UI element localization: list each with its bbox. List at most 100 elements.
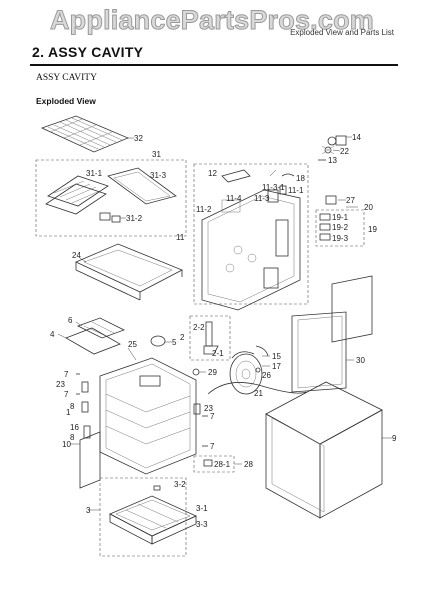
callout-8-b: 8 bbox=[70, 433, 75, 442]
callout-28: 28 bbox=[244, 460, 253, 469]
callout-11-4: 11-4 bbox=[226, 194, 242, 203]
callout-24: 24 bbox=[72, 251, 81, 260]
callout-26: 26 bbox=[262, 371, 271, 380]
callout-19-1: 19-1 bbox=[332, 213, 349, 222]
callout-7-a: 7 bbox=[64, 370, 69, 379]
back-panel-box-11 bbox=[193, 163, 309, 305]
callout-20: 20 bbox=[364, 203, 373, 212]
bottom-box-3 bbox=[99, 477, 187, 557]
bracket-box-2 bbox=[189, 315, 231, 361]
rack-frame-24 bbox=[75, 243, 183, 301]
callout-19-3: 19-3 bbox=[332, 234, 349, 243]
broil-pan-6 bbox=[76, 317, 126, 339]
fan-blade-22 bbox=[321, 145, 335, 155]
callout-1: 1 bbox=[66, 408, 71, 417]
header-note: Exploded View and Parts List bbox=[290, 28, 394, 37]
callout-30: 30 bbox=[356, 356, 365, 365]
clip-8-top bbox=[81, 401, 89, 413]
callout-3-2: 3-2 bbox=[174, 480, 186, 489]
hinge-16 bbox=[83, 425, 91, 439]
grommet-29 bbox=[192, 368, 200, 376]
callout-2-1: 2-1 bbox=[212, 349, 224, 358]
rack-assembly-box-31 bbox=[35, 159, 187, 237]
callout-11-1: 11-1 bbox=[288, 186, 304, 195]
callout-17: 17 bbox=[272, 362, 281, 371]
connector-11-3 bbox=[267, 185, 287, 203]
door-gasket-10 bbox=[79, 431, 101, 489]
bracket-2 bbox=[203, 321, 219, 355]
clip-3-2 bbox=[153, 485, 161, 491]
callout-19-2: 19-2 bbox=[332, 223, 349, 232]
callout-32: 32 bbox=[134, 134, 143, 143]
callout-4: 4 bbox=[50, 330, 55, 339]
callout-7-c: 7 bbox=[210, 412, 215, 421]
wire-harness-21 bbox=[207, 382, 307, 395]
callout-22: 22 bbox=[340, 147, 349, 156]
callout-10: 10 bbox=[62, 440, 71, 449]
callout-11-3: 11-3 bbox=[254, 194, 270, 203]
sensor-27 bbox=[325, 195, 337, 205]
broil-pan-tray-4 bbox=[65, 327, 121, 355]
callout-3-1: 3-1 bbox=[196, 504, 208, 513]
insulation-panel-30 bbox=[291, 275, 373, 393]
callout-3-3: 3-3 bbox=[196, 520, 208, 529]
screw-17 bbox=[255, 367, 261, 373]
callout-31: 31 bbox=[152, 150, 161, 159]
rack-clip-31-2 bbox=[99, 212, 121, 223]
title-divider bbox=[30, 64, 398, 66]
hinge-receiver-23-right bbox=[193, 403, 201, 415]
section-title: 2. ASSY CAVITY bbox=[32, 44, 144, 60]
callout-7-b: 7 bbox=[64, 390, 69, 399]
callout-6: 6 bbox=[68, 316, 73, 325]
callout-2-2: 2-2 bbox=[193, 323, 205, 332]
callout-11-2: 11-2 bbox=[196, 205, 212, 214]
callout-11: 11 bbox=[176, 233, 185, 242]
callout-8-a: 8 bbox=[70, 402, 75, 411]
rack-31-1 bbox=[45, 175, 109, 215]
cavity-liner-1 bbox=[99, 357, 197, 475]
callout-13: 13 bbox=[328, 156, 337, 165]
callout-15: 15 bbox=[272, 352, 281, 361]
fan-cover-15 bbox=[255, 345, 269, 357]
exploded-view-label: Exploded View bbox=[36, 96, 96, 106]
callout-16: 16 bbox=[70, 423, 79, 432]
callout-5: 5 bbox=[172, 338, 177, 347]
bracket-box-19 bbox=[315, 209, 365, 247]
hinge-receiver-23-left bbox=[81, 381, 89, 393]
callout-18: 18 bbox=[296, 174, 305, 183]
convection-motor-14 bbox=[327, 135, 347, 146]
callout-9: 9 bbox=[392, 434, 397, 443]
callout-27: 27 bbox=[346, 196, 355, 205]
callout-23-a: 23 bbox=[56, 380, 65, 389]
callout-25: 25 bbox=[128, 340, 137, 349]
bottom-tray-3 bbox=[109, 495, 197, 545]
glide-rail-31-3 bbox=[107, 167, 177, 205]
callout-21: 21 bbox=[254, 389, 263, 398]
callout-2: 2 bbox=[180, 333, 185, 342]
assembly-subtitle: ASSY CAVITY bbox=[36, 73, 97, 83]
clip-28-1 bbox=[203, 459, 213, 467]
callout-29: 29 bbox=[208, 368, 217, 377]
oven-rack-32 bbox=[40, 115, 130, 153]
callout-28-1: 28-1 bbox=[214, 460, 231, 469]
back-panel-11 bbox=[201, 189, 301, 311]
outer-cavity-9 bbox=[265, 381, 383, 519]
brackets-19 bbox=[319, 213, 331, 241]
convection-fan-26 bbox=[229, 351, 263, 395]
wire-clip-18 bbox=[281, 173, 295, 177]
handle-bracket-12 bbox=[221, 169, 251, 183]
screws-7-left bbox=[76, 373, 80, 395]
callout-14: 14 bbox=[352, 133, 361, 142]
callout-7-d: 7 bbox=[210, 442, 215, 451]
callout-19: 19 bbox=[368, 225, 377, 234]
callout-11-3-1: 11-3-1 bbox=[262, 183, 285, 192]
callout-12: 12 bbox=[208, 169, 217, 178]
callout-31-3: 31-3 bbox=[150, 171, 167, 180]
callout-31-2: 31-2 bbox=[126, 214, 143, 223]
callout-31-1: 31-1 bbox=[86, 169, 103, 178]
callout-3: 3 bbox=[86, 506, 91, 515]
watermark-text: AppliancePartsPros.com bbox=[49, 5, 374, 36]
callout-23-b: 23 bbox=[204, 404, 213, 413]
lamp-5 bbox=[150, 335, 172, 347]
